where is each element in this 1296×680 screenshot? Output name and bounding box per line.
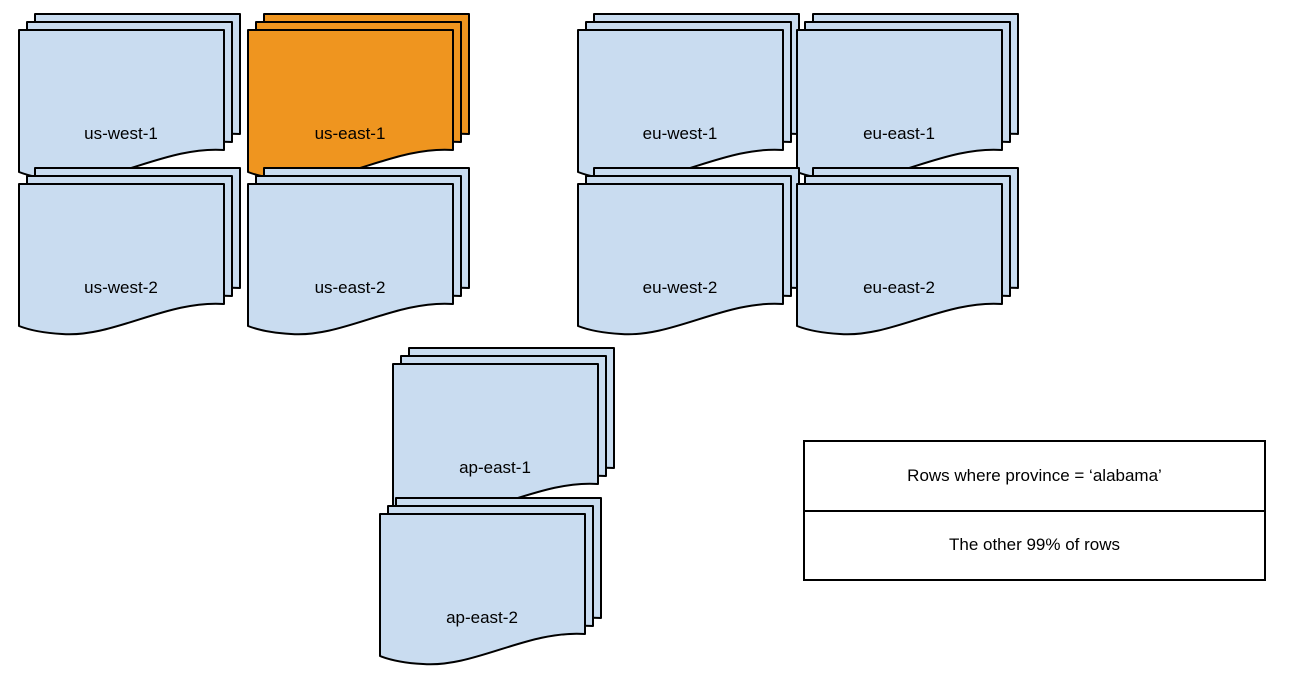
document-stack-shape bbox=[18, 167, 241, 336]
document-stack-eu-west-2[interactable]: eu-west-2 bbox=[577, 167, 800, 336]
legend: Rows where province = ‘alabama’ The othe… bbox=[803, 440, 1266, 581]
document-sheet bbox=[379, 513, 586, 666]
document-sheet bbox=[392, 363, 599, 516]
document-sheet bbox=[247, 29, 454, 182]
document-stack-eu-east-2[interactable]: eu-east-2 bbox=[796, 167, 1019, 336]
document-stack-shape bbox=[577, 13, 800, 182]
document-stack-shape bbox=[247, 13, 470, 182]
document-stack-shape bbox=[796, 13, 1019, 182]
document-stack-shape bbox=[18, 13, 241, 182]
document-stack-shape bbox=[247, 167, 470, 336]
document-sheet bbox=[18, 183, 225, 336]
document-sheet bbox=[796, 29, 1003, 182]
document-stack-eu-west-1[interactable]: eu-west-1 bbox=[577, 13, 800, 182]
document-stack-eu-east-1[interactable]: eu-east-1 bbox=[796, 13, 1019, 182]
document-stack-us-east-1[interactable]: us-east-1 bbox=[247, 13, 470, 182]
legend-row-orange: The other 99% of rows bbox=[805, 512, 1264, 580]
document-stack-ap-east-2[interactable]: ap-east-2 bbox=[379, 497, 602, 666]
document-stack-shape bbox=[392, 347, 615, 516]
document-sheet bbox=[247, 183, 454, 336]
legend-label-orange: The other 99% of rows bbox=[948, 535, 1121, 555]
document-stack-ap-east-1[interactable]: ap-east-1 bbox=[392, 347, 615, 516]
legend-row-blue: Rows where province = ‘alabama’ bbox=[805, 442, 1264, 512]
document-sheet bbox=[577, 29, 784, 182]
document-sheet bbox=[18, 29, 225, 182]
document-stack-us-west-1[interactable]: us-west-1 bbox=[18, 13, 241, 182]
document-sheet bbox=[796, 183, 1003, 336]
document-stack-shape bbox=[577, 167, 800, 336]
legend-label-blue: Rows where province = ‘alabama’ bbox=[907, 465, 1162, 485]
document-sheet bbox=[577, 183, 784, 336]
document-stack-us-west-2[interactable]: us-west-2 bbox=[18, 167, 241, 336]
document-stack-us-east-2[interactable]: us-east-2 bbox=[247, 167, 470, 336]
document-stack-shape bbox=[796, 167, 1019, 336]
document-stack-shape bbox=[379, 497, 602, 666]
